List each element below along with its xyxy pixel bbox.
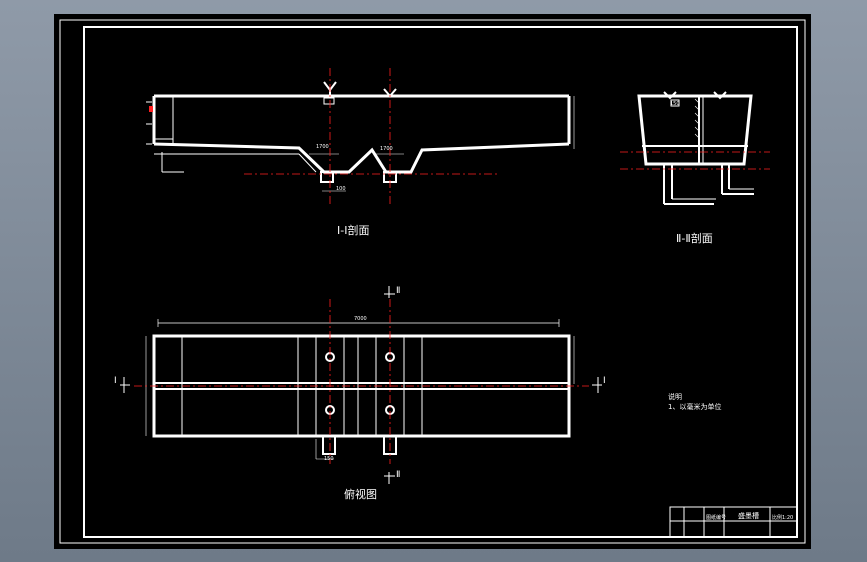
- section-cut-marks: [120, 286, 602, 484]
- title-block-title: 盛墨槽: [738, 512, 759, 520]
- top-view-centerlines: [134, 299, 589, 464]
- cad-drawing: [59, 19, 806, 544]
- section-1-1-view: [146, 81, 575, 192]
- title-block-scale: 比例1:20: [772, 515, 794, 521]
- section-2-2-hatch: [694, 98, 700, 139]
- section-2-2-title: Ⅱ-Ⅱ剖面: [676, 232, 713, 245]
- section-1-1-title: Ⅰ-Ⅰ剖面: [337, 224, 370, 237]
- title-block-drawing-no: 图纸编号: [706, 515, 727, 521]
- dim-pipe-150-b: 150: [670, 101, 680, 107]
- top-view: [145, 319, 575, 460]
- cut-mark-bottom-label: Ⅱ: [396, 470, 401, 480]
- cut-mark-left-label: Ⅰ: [114, 376, 117, 386]
- inner-border: [83, 26, 798, 538]
- section-2-2-centerlines: [620, 151, 770, 170]
- top-view-title: 俯视图: [344, 488, 377, 501]
- cut-mark-right-label: Ⅰ: [603, 376, 606, 386]
- section-2-2-view: [637, 91, 754, 205]
- cut-mark-top-label: Ⅱ: [396, 286, 401, 296]
- notes-item-1: 1、以毫米为单位: [668, 403, 722, 411]
- dim-pipe-150: 150: [324, 456, 334, 462]
- section-1-1-centerlines: [244, 68, 499, 204]
- dim-1700-b: 1700: [380, 146, 393, 152]
- outer-border: [59, 19, 806, 544]
- notes-heading: 说明: [668, 393, 682, 401]
- dim-overall-length: 7000: [354, 316, 367, 322]
- red-marker: [149, 106, 153, 112]
- dim-1700-a: 1700: [316, 144, 329, 150]
- drawing-sheet: Ⅰ-Ⅰ剖面 Ⅱ-Ⅱ剖面 俯视图 Ⅱ Ⅱ Ⅰ Ⅰ 1700 1700 100 70…: [54, 14, 811, 549]
- dim-100: 100: [336, 186, 346, 192]
- title-block: [669, 506, 798, 538]
